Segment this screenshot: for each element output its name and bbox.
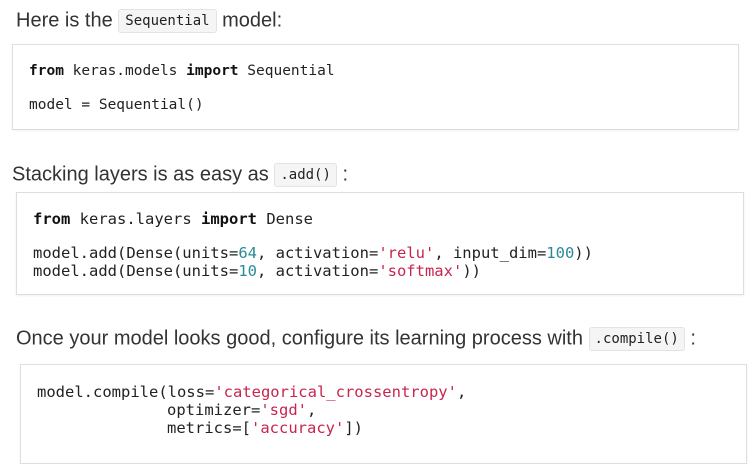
code-text: , <box>456 383 467 401</box>
string-literal: 'categorical_crossentropy' <box>214 383 457 401</box>
code-block-compile: model.compile(loss='categorical_crossent… <box>20 364 747 464</box>
intro-sequential-text: Here is the Sequential model: <box>16 9 282 33</box>
code-text: , <box>307 401 317 419</box>
module-name: keras.layers <box>79 210 192 228</box>
code-line-add-dense-10: model.add(Dense(units=10, activation='so… <box>33 262 481 280</box>
code-text: model.compile(loss= <box>37 383 215 401</box>
intro-text-before: Here is the <box>16 9 113 32</box>
string-literal: 'sgd' <box>260 401 307 419</box>
compile-text-after: : <box>690 327 696 350</box>
import-name: Sequential <box>247 63 335 79</box>
code-text: , input_dim= <box>434 244 547 262</box>
code-line-model-sequential: model = Sequential() <box>29 97 204 113</box>
stacking-layers-text: Stacking layers is as easy as .add() : <box>12 163 348 187</box>
code-line-add-dense-64: model.add(Dense(units=64, activation='re… <box>33 244 593 262</box>
inline-code-add: .add() <box>274 163 337 187</box>
code-line-compile-metrics: metrics=['accuracy']) <box>167 419 363 437</box>
code-text: metrics=[ <box>167 419 251 437</box>
import-name: Dense <box>266 210 314 228</box>
code-text: )) <box>462 262 481 280</box>
code-line-import-dense: from keras.layers import Dense <box>33 210 314 228</box>
number-literal: 100 <box>546 244 575 262</box>
code-text: model.add(Dense(units= <box>33 262 239 280</box>
string-literal: 'softmax' <box>378 262 463 280</box>
compile-text-before: Once your model looks good, configure it… <box>16 327 583 350</box>
number-literal: 10 <box>238 262 257 280</box>
code-text: optimizer= <box>167 401 261 419</box>
keyword-from: from <box>33 210 71 228</box>
code-line-import-sequential: from keras.models import Sequential <box>29 64 335 79</box>
inline-code-sequential: Sequential <box>118 9 217 33</box>
module-name: keras.models <box>72 63 178 79</box>
inline-code-compile: .compile() <box>588 327 685 351</box>
code-line-compile-loss: model.compile(loss='categorical_crossent… <box>37 383 467 401</box>
compile-text: Once your model looks good, configure it… <box>16 327 696 351</box>
code-text: , activation= <box>256 244 379 262</box>
string-literal: 'accuracy' <box>251 419 345 437</box>
stacking-text-after: : <box>342 163 349 186</box>
code-text: )) <box>574 244 593 262</box>
intro-text-after: model: <box>222 9 283 32</box>
keyword-import: import <box>201 210 257 228</box>
keyword-from: from <box>29 63 64 79</box>
code-text: , activation= <box>256 262 379 280</box>
code-text: model.add(Dense(units= <box>33 244 239 262</box>
code-line-compile-optimizer: optimizer='sgd', <box>167 401 317 419</box>
keyword-import: import <box>186 63 239 79</box>
number-literal: 64 <box>238 244 257 262</box>
code-text: ]) <box>344 419 363 437</box>
code-block-sequential: from keras.models import Sequential mode… <box>12 44 739 130</box>
stacking-text-before: Stacking layers is as easy as <box>12 163 269 186</box>
string-literal: 'relu' <box>378 244 435 262</box>
code-block-dense: from keras.layers import Dense model.add… <box>16 192 744 295</box>
